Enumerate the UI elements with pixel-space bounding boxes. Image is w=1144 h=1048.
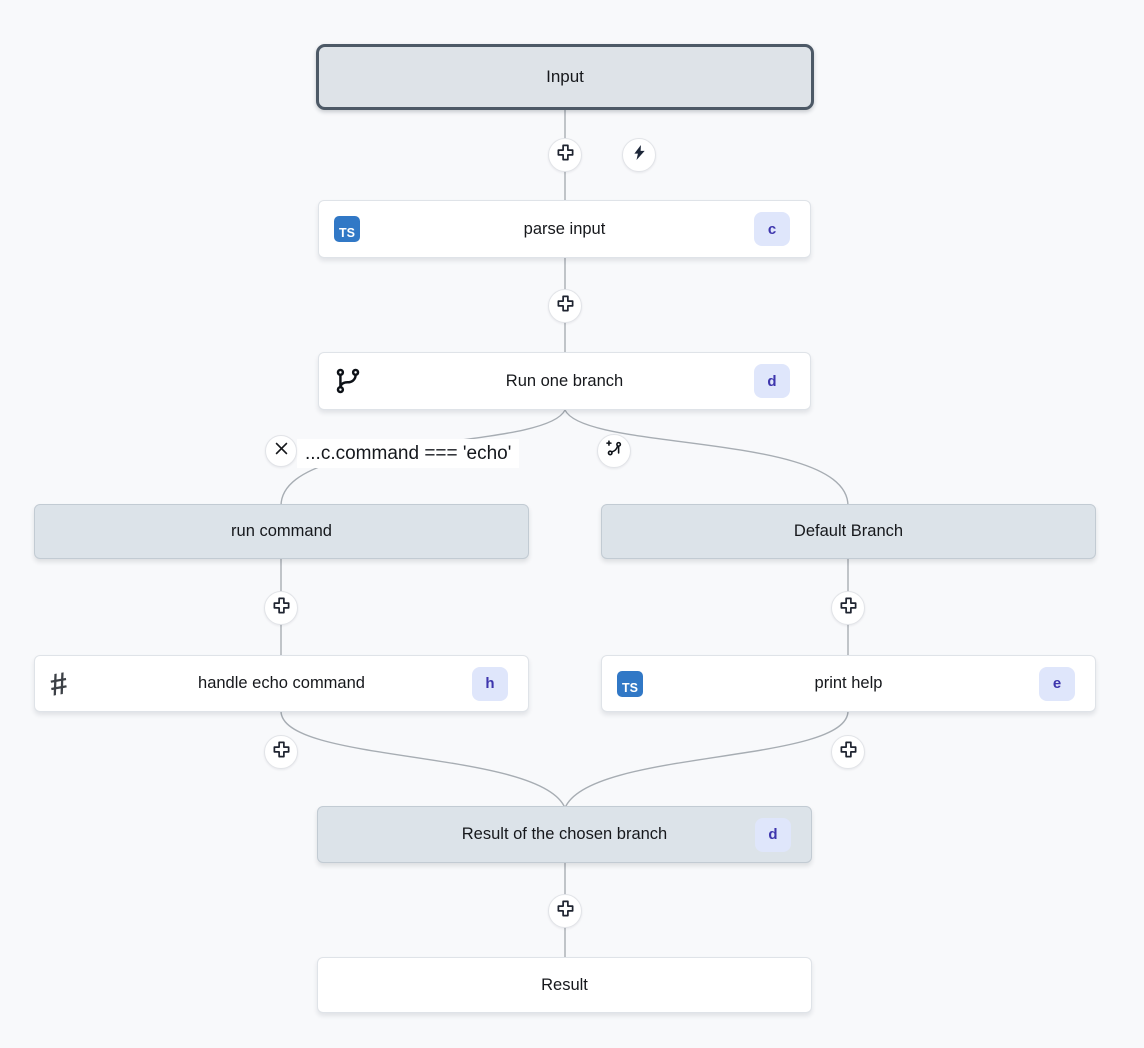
branch-header-label: Default Branch [793, 522, 904, 540]
node-parse-input[interactable]: TS parse input c [318, 200, 811, 258]
add-step-button[interactable] [548, 138, 582, 172]
node-branch-result-label: Result of the chosen branch [461, 825, 668, 843]
step-id-badge: h [472, 666, 508, 701]
typescript-icon: TS [334, 216, 360, 242]
step-id-badge: e [1039, 666, 1075, 701]
add-step-icon [556, 294, 575, 318]
node-branch-result[interactable]: Result of the chosen branch d [317, 806, 812, 863]
node-run-one-branch[interactable]: Run one branch d [318, 352, 811, 410]
node-result[interactable]: Result [317, 957, 812, 1013]
node-handle-echo-command[interactable]: # handle echo command h [34, 655, 529, 712]
node-parse-input-label: parse input [523, 219, 606, 238]
node-input[interactable]: Input [316, 44, 814, 110]
branch-header-run-command[interactable]: run command [34, 504, 529, 559]
step-id-badge: c [754, 212, 790, 246]
node-input-label: Input [546, 67, 584, 86]
lightning-bolt-icon [632, 144, 647, 166]
node-print-help-label: print help [814, 674, 883, 692]
remove-branch-button[interactable] [265, 435, 297, 467]
step-id-badge: d [754, 364, 790, 398]
add-step-icon [556, 143, 575, 167]
branch-header-label: run command [231, 522, 332, 540]
step-id-badge: d [755, 817, 791, 852]
add-step-icon [839, 596, 858, 620]
git-branch-icon [334, 367, 362, 395]
add-step-icon [272, 596, 291, 620]
node-run-one-branch-label: Run one branch [505, 371, 624, 390]
node-print-help[interactable]: TS print help e [601, 655, 1096, 712]
add-step-button[interactable] [264, 735, 298, 769]
add-branch-button[interactable] [597, 434, 631, 468]
trigger-button[interactable] [622, 138, 656, 172]
add-step-button[interactable] [264, 591, 298, 625]
branch-header-default-branch[interactable]: Default Branch [601, 504, 1096, 559]
branch-condition-label[interactable]: ...c.command === 'echo' [297, 439, 520, 468]
add-step-icon [272, 740, 291, 764]
add-step-button[interactable] [548, 289, 582, 323]
add-step-button[interactable] [831, 735, 865, 769]
node-handle-echo-command-label: handle echo command [198, 674, 365, 692]
close-icon [274, 441, 289, 461]
node-result-label: Result [541, 975, 588, 994]
add-step-button[interactable] [831, 591, 865, 625]
add-step-icon [839, 740, 858, 764]
add-step-icon [556, 899, 575, 923]
add-step-button[interactable] [548, 894, 582, 928]
git-branch-plus-icon [605, 439, 624, 463]
typescript-icon: TS [617, 670, 643, 697]
